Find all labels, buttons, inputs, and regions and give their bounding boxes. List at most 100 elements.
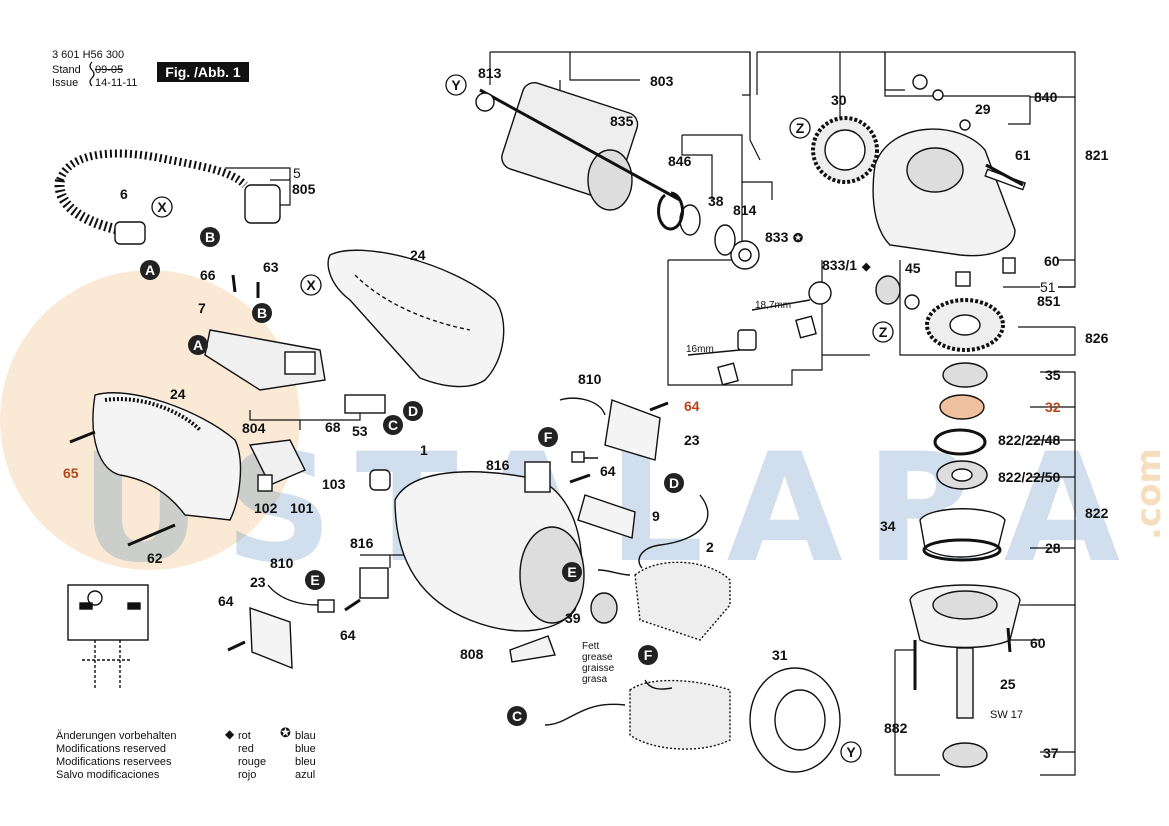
callout-833-star: ✪ bbox=[793, 231, 804, 245]
callout-30: 30 bbox=[831, 92, 847, 108]
callout-65: 65 bbox=[63, 465, 79, 481]
letter-marker-labels: Y X X Z Z Y bbox=[157, 77, 887, 760]
callout-822: 822 bbox=[1085, 505, 1109, 521]
stand-label: Stand bbox=[52, 64, 81, 76]
callout-822-22-48: 822/22/48 bbox=[998, 432, 1060, 448]
changes-de: Änderungen vorbehalten bbox=[56, 730, 177, 742]
legend-blue-fr: bleu bbox=[295, 756, 316, 768]
callout-24-handle: 24 bbox=[170, 386, 186, 402]
callout-64-left: 64 bbox=[218, 593, 234, 609]
callout-808: 808 bbox=[460, 646, 484, 662]
legend-red-fr: rouge bbox=[238, 756, 267, 768]
label-sw17: SW 17 bbox=[990, 709, 1023, 721]
callout-803: 803 bbox=[650, 73, 674, 89]
stand-date: 09-05 bbox=[95, 64, 124, 76]
issue-label: Issue bbox=[52, 77, 79, 89]
callout-64-orange: 64 bbox=[684, 398, 700, 414]
svg-text:Z: Z bbox=[879, 324, 888, 340]
part-number: 3 601 H56 300 bbox=[52, 49, 125, 61]
callout-814: 814 bbox=[733, 202, 757, 218]
svg-text:Y: Y bbox=[846, 744, 856, 760]
callout-29: 29 bbox=[975, 101, 991, 117]
svg-text:E: E bbox=[310, 572, 319, 588]
callout-840: 840 bbox=[1034, 89, 1058, 105]
changes-es: Salvo modificaciones bbox=[56, 769, 160, 781]
callout-34: 34 bbox=[880, 518, 896, 534]
callout-23-bottom: 23 bbox=[250, 574, 266, 590]
grease-es: grasa bbox=[582, 674, 607, 685]
callout-102: 102 bbox=[254, 500, 278, 516]
callout-822-22-50: 822/22/50 bbox=[998, 469, 1060, 485]
svg-text:B: B bbox=[257, 305, 267, 321]
figure-label: Fig. /Abb. 1 bbox=[157, 62, 249, 82]
callout-810-bottom: 810 bbox=[270, 555, 294, 571]
part-callouts: 813 803 835 30 840 29 61 821 846 38 814 … bbox=[63, 65, 1109, 761]
callout-826: 826 bbox=[1085, 330, 1109, 346]
callout-53: 53 bbox=[352, 423, 368, 439]
callout-810-top: 810 bbox=[578, 371, 602, 387]
callout-35: 35 bbox=[1045, 367, 1061, 383]
callout-37: 37 bbox=[1043, 745, 1059, 761]
callout-60-bottom: 60 bbox=[1030, 635, 1046, 651]
legend-red-de: rot bbox=[238, 730, 251, 742]
callout-62: 62 bbox=[147, 550, 163, 566]
callout-833-1: 833/1 bbox=[822, 257, 857, 273]
svg-text:C: C bbox=[388, 417, 398, 433]
issue-date: 14-11-11 bbox=[95, 77, 138, 89]
callout-24-top: 24 bbox=[410, 247, 426, 263]
callout-68: 68 bbox=[325, 419, 341, 435]
callout-64-bottom: 64 bbox=[340, 627, 356, 643]
svg-text:X: X bbox=[306, 277, 316, 293]
legend-blue-en: blue bbox=[295, 743, 316, 755]
callout-1: 1 bbox=[420, 442, 428, 458]
callout-7: 7 bbox=[198, 300, 206, 316]
legend-red-es: rojo bbox=[238, 769, 257, 781]
watermark-suffix: .com bbox=[1129, 448, 1169, 540]
letter-markers-filled: B A B A D C F D E E F C bbox=[140, 227, 684, 726]
diamond-icon: ◆ bbox=[225, 727, 235, 741]
changes-fr: Modifications reservees bbox=[56, 756, 172, 768]
legend-red-en: red bbox=[238, 743, 254, 755]
star-icon: ✪ bbox=[280, 725, 291, 740]
svg-text:D: D bbox=[669, 475, 679, 491]
callout-51: 51 bbox=[1040, 279, 1056, 295]
legend-blue-es: azul bbox=[295, 769, 316, 781]
callout-28: 28 bbox=[1045, 540, 1061, 556]
callout-39: 39 bbox=[565, 610, 581, 626]
callout-63: 63 bbox=[263, 259, 279, 275]
legend-blue-de: blau bbox=[295, 730, 316, 742]
callout-64-mid: 64 bbox=[600, 463, 616, 479]
callout-103: 103 bbox=[322, 476, 346, 492]
changes-en: Modifications reserved bbox=[56, 743, 167, 755]
callout-6: 6 bbox=[120, 186, 128, 202]
callout-45: 45 bbox=[905, 260, 921, 276]
callout-835: 835 bbox=[610, 113, 634, 129]
callout-805: 805 bbox=[292, 181, 316, 197]
callout-813: 813 bbox=[478, 65, 502, 81]
dim-18-7: 18,7mm bbox=[755, 300, 791, 311]
callout-846: 846 bbox=[668, 153, 692, 169]
callout-61: 61 bbox=[1015, 147, 1031, 163]
svg-text:F: F bbox=[644, 647, 653, 663]
callout-851: 851 bbox=[1037, 293, 1061, 309]
callout-32: 32 bbox=[1045, 399, 1061, 415]
callout-38: 38 bbox=[708, 193, 724, 209]
svg-text:A: A bbox=[193, 337, 203, 353]
dim-16: 16mm bbox=[686, 344, 714, 355]
callout-2: 2 bbox=[706, 539, 714, 555]
bracket-lines bbox=[89, 51, 1076, 776]
callout-833-1-diamond: ◆ bbox=[861, 261, 871, 273]
callout-101: 101 bbox=[290, 500, 314, 516]
callout-816-bottom: 816 bbox=[350, 535, 374, 551]
svg-text:A: A bbox=[145, 262, 155, 278]
callout-31: 31 bbox=[772, 647, 788, 663]
grease-fr: graisse bbox=[582, 663, 615, 674]
svg-text:B: B bbox=[205, 229, 215, 245]
callout-23-top: 23 bbox=[684, 432, 700, 448]
svg-text:D: D bbox=[408, 403, 418, 419]
svg-text:C: C bbox=[512, 708, 522, 724]
grease-de: Fett bbox=[582, 641, 599, 652]
grease-en: grease bbox=[582, 652, 613, 663]
